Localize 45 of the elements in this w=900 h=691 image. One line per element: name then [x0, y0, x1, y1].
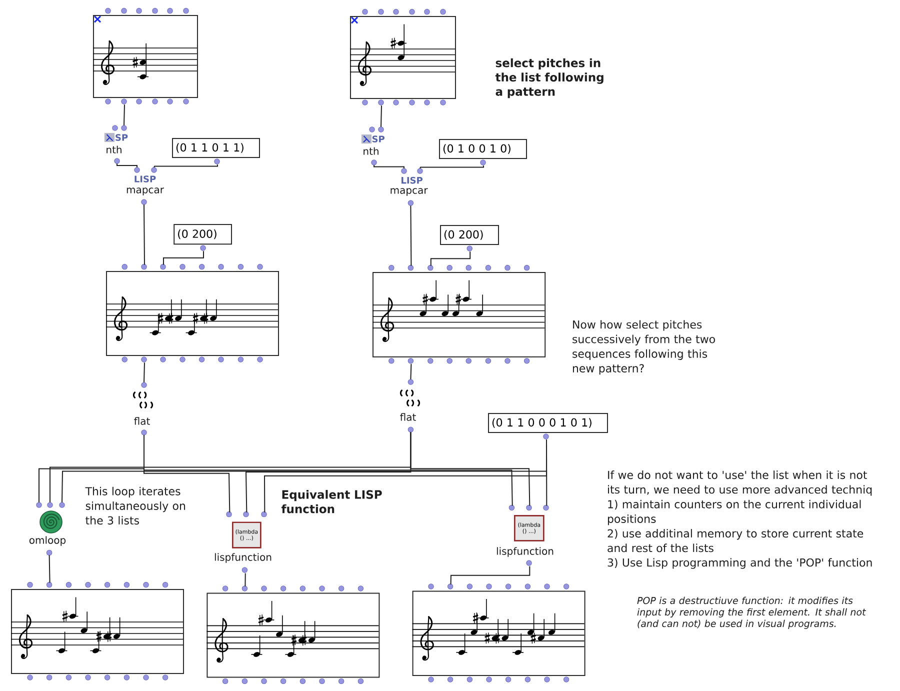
function-type-label: LISP — [402, 176, 423, 184]
connection-line — [124, 104, 125, 126]
connection-line — [430, 251, 471, 266]
connection-line — [116, 163, 138, 168]
function-name: flat — [134, 417, 150, 425]
comment-text: Now how select pitches successively from the two sequences following this new pattern? — [572, 320, 715, 375]
function-type-label: SP — [372, 136, 384, 142]
connection-line — [380, 105, 382, 128]
value-box: (0 200) — [174, 224, 232, 245]
comment-text: This loop iterates simultaneously on the 3 lists — [85, 486, 186, 525]
function-name: mapcar — [390, 188, 428, 196]
comment-text: If we do not want to 'use' the list when it is not its turn, we need to use more advanced techniq — [608, 470, 872, 496]
function-name: lispfunction — [496, 547, 554, 557]
heading-text: Equivalent LISP function — [281, 490, 382, 514]
connection-line — [410, 205, 412, 266]
connection-line — [420, 165, 484, 169]
value-box: (0 1 1 0 1 1) — [172, 138, 260, 158]
connection-line — [48, 554, 50, 584]
comment-text: 1) maintain counters on the current individual positions — [608, 500, 861, 526]
function-name: flat — [400, 413, 416, 421]
connection-line — [144, 434, 513, 506]
connection-line — [163, 250, 204, 266]
function-type-label: LISP — [134, 176, 156, 182]
heading-text: select pitches in the list following a pattern — [495, 58, 604, 98]
comment-text: 2) use additinal memory to store current state and rest of the lists — [608, 529, 864, 552]
function-name: nth — [364, 147, 378, 155]
value-box: (0 1 1 0 0 0 1 0 1) — [488, 413, 608, 433]
function-name: lispfunction — [214, 553, 272, 563]
value-box: (0 1 0 0 1 0) — [439, 139, 527, 159]
connection-line — [450, 566, 530, 585]
function-name: omloop — [29, 536, 66, 546]
connection-line — [144, 362, 145, 383]
comment-text: 3) Use Lisp programming and the 'POP' function — [608, 558, 872, 569]
connection-line — [374, 164, 404, 169]
function-name: nth — [106, 146, 122, 154]
connection-line — [154, 164, 218, 168]
comment-text: POP is a destructiuve function: it modifies its input by removing the first element. It shall not (and can not) be used in visual programs. — [637, 596, 866, 629]
function-type-label: SP — [116, 134, 128, 141]
connection-line — [144, 204, 145, 266]
connection-line — [410, 432, 530, 506]
connection-line — [546, 439, 548, 506]
value-box: (0 200) — [440, 225, 499, 245]
connection-line — [410, 364, 412, 380]
connection-line — [244, 572, 246, 587]
function-name: mapcar — [126, 188, 164, 196]
